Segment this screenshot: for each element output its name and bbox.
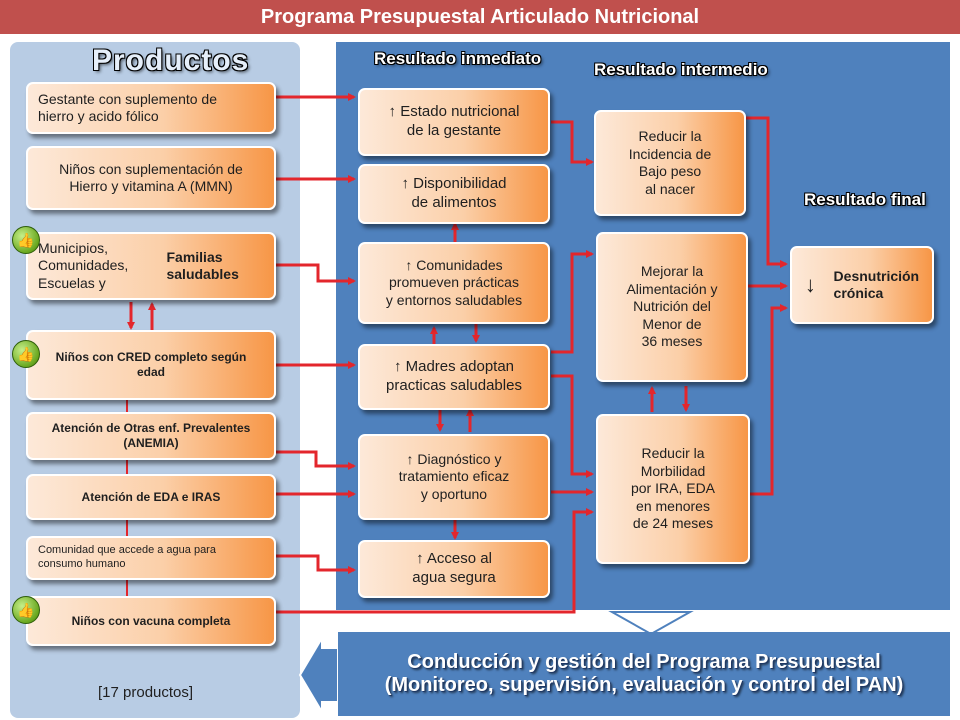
- rf-label: Desnutrición crónica: [833, 267, 920, 302]
- thumbs-up-icon: 👍: [12, 596, 40, 624]
- producto-comunidad-agua: Comunidad que accede a agua para consumo…: [26, 536, 276, 580]
- producto-municipios-saludables: Municipios, Comunidades,Escuelas y Famil…: [26, 232, 276, 300]
- rint-alimentacion-nutricion: Mejorar la Alimentación y Nutrición del …: [596, 232, 748, 382]
- thumbs-up-icon: 👍: [12, 226, 40, 254]
- ri-estado-nutricional: ↑ Estado nutricional de la gestante: [358, 88, 550, 156]
- producto-atencion-anemia: Atención de Otras enf. Prevalentes (ANEM…: [26, 412, 276, 460]
- rint-bajo-peso: Reducir la Incidencia de Bajo peso al na…: [594, 110, 746, 216]
- producto-ninos-vacuna: Niños con vacuna completa: [26, 596, 276, 646]
- gestion-box: Conducción y gestión del Programa Presup…: [338, 632, 950, 716]
- page-title: Programa Presupuestal Articulado Nutrici…: [0, 0, 960, 34]
- ri-diagnostico-tratamiento: ↑ Diagnóstico y tratamiento eficaz y opo…: [358, 434, 550, 520]
- gestion-subtitle: (Monitoreo, supervisión, evaluación y co…: [384, 674, 904, 696]
- ri-acceso-agua: ↑ Acceso al agua segura: [358, 540, 550, 598]
- producto-atencion-eda-iras: Atención de EDA e IRAS: [26, 474, 276, 520]
- rf-desnutricion-cronica: ↓ Desnutrición crónica: [790, 246, 934, 324]
- producto-gestante-suplemento: Gestante con suplemento de hierro y acid…: [26, 82, 276, 134]
- ri-disponibilidad-alimentos: ↑ Disponibilidad de alimentos: [358, 164, 550, 224]
- productos-header: Productos: [92, 44, 250, 77]
- productos-count: [17 productos]: [98, 684, 194, 701]
- rint-morbilidad: Reducir la Morbilidad por IRA, EDA en me…: [596, 414, 750, 564]
- resultado-inmediato-header: Resultado inmediato: [374, 49, 542, 68]
- producto-ninos-suplementacion: Niños con suplementación de Hierro y vit…: [26, 146, 276, 210]
- resultado-intermedio-header: Resultado intermedio: [594, 60, 768, 79]
- resultado-inmediato-tab: [362, 42, 542, 82]
- ri-comunidades-promueven: ↑ Comunidades promueven prácticas y ento…: [358, 242, 550, 324]
- resultado-final-header: Resultado final: [804, 190, 926, 209]
- ri-madres-adoptan: ↑ Madres adoptan practicas saludables: [358, 344, 550, 410]
- producto-ninos-cred: Niños con CRED completo según edad: [26, 330, 276, 400]
- thumbs-up-icon: 👍: [12, 340, 40, 368]
- gestion-title: Conducción y gestión del Programa Presup…: [407, 651, 881, 673]
- down-arrow-icon: ↓: [804, 272, 816, 298]
